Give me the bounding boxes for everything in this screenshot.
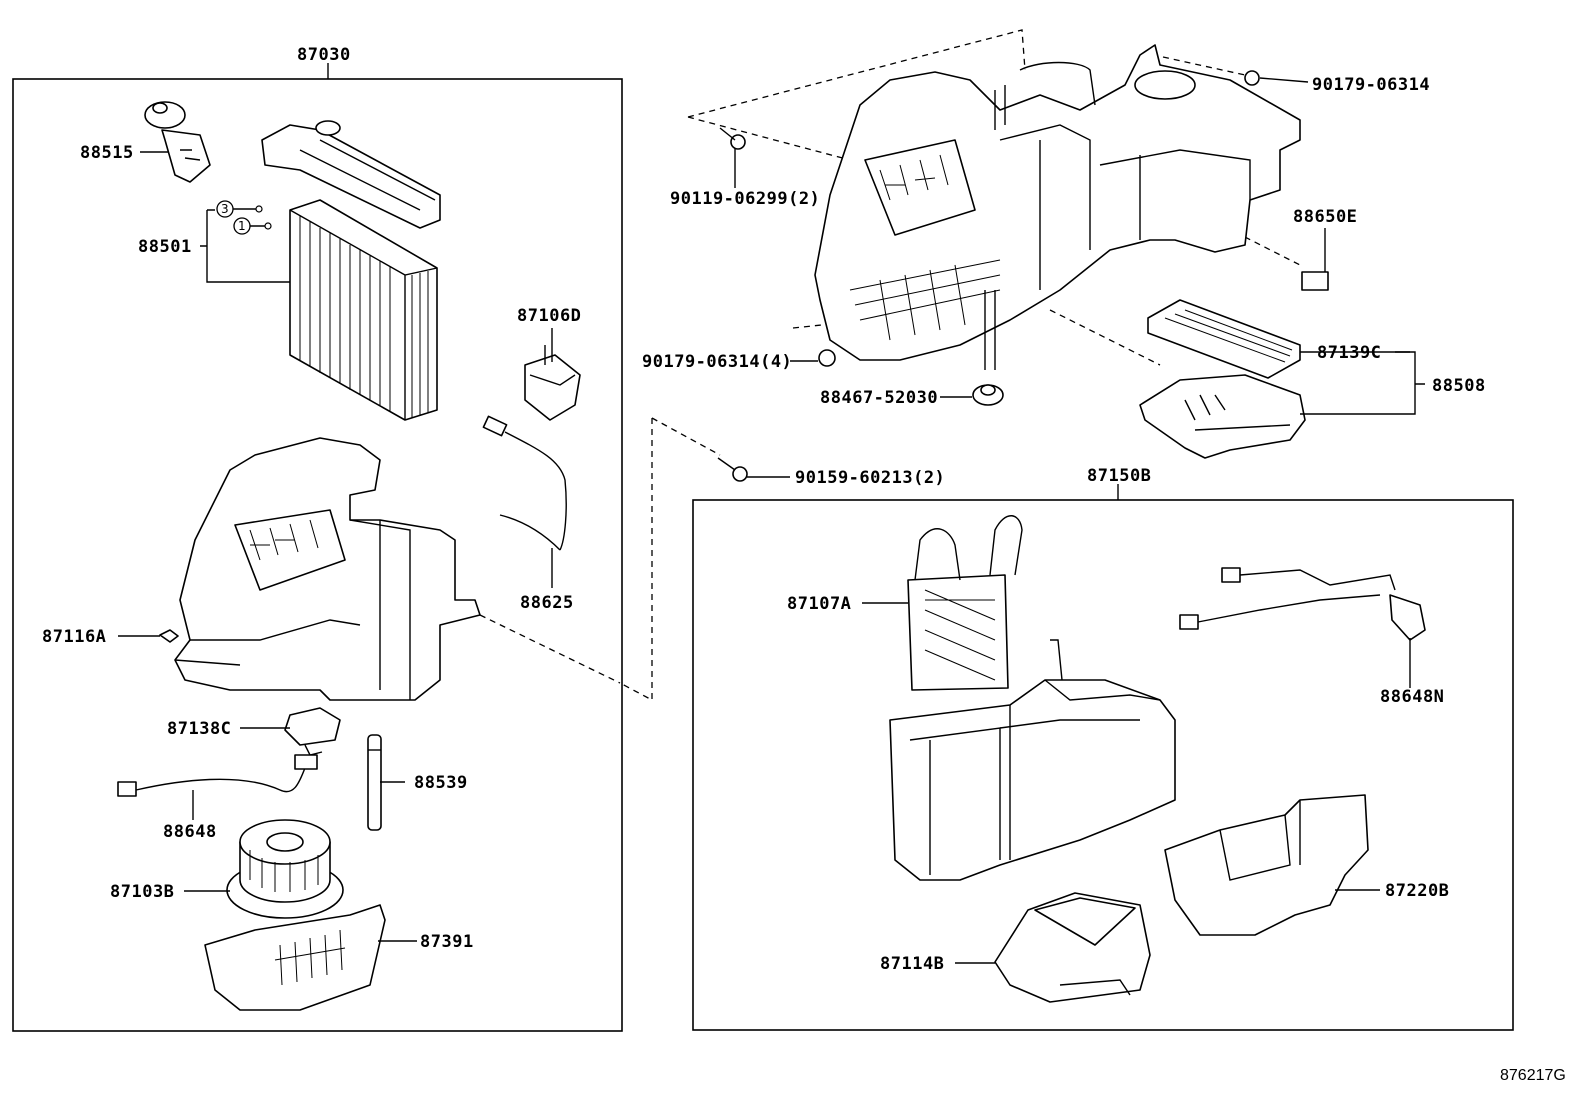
callout-circle-3	[216, 200, 234, 218]
part-87139C-filter	[1147, 299, 1301, 379]
label-88625: 88625	[520, 593, 574, 613]
label-88650E: 88650E	[1293, 207, 1357, 227]
part-87391-cover	[204, 904, 386, 1011]
drawing-id: 876217G	[1500, 1067, 1566, 1084]
callout-circle-1	[233, 217, 251, 235]
label-88539: 88539	[414, 773, 468, 793]
part-88515-sensor	[144, 101, 211, 183]
o-ring-2	[264, 222, 272, 230]
label-88467-52030: 88467-52030	[820, 388, 938, 408]
label-87391: 87391	[420, 932, 474, 952]
part-nut-90179-4	[818, 349, 836, 367]
part-87103B-blower	[226, 819, 344, 919]
part-heater-case	[174, 437, 481, 701]
label-87116A: 87116A	[42, 627, 106, 647]
part-center-case	[889, 639, 1176, 881]
part-88508-housing	[1139, 374, 1306, 459]
guide-dashed-2	[687, 116, 851, 161]
assembly-87150B-frame	[692, 499, 1514, 1031]
label-87150B: 87150B	[1087, 466, 1151, 486]
label-88648N: 88648N	[1380, 687, 1444, 707]
part-expansion-valve	[261, 120, 441, 229]
part-88648-wire	[117, 754, 318, 797]
label-90179-06314-4: 90179-06314(4)	[642, 352, 792, 372]
label-87103B: 87103B	[110, 882, 174, 902]
guide-dashed-9	[479, 614, 621, 684]
label-87220B: 87220B	[1385, 881, 1449, 901]
part-87114B-duct	[994, 892, 1151, 1003]
label-87139C: 87139C	[1317, 343, 1381, 363]
part-87116A-clip	[159, 629, 179, 643]
label-90159-60213: 90159-60213(2)	[795, 468, 945, 488]
part-88650E-relay	[1301, 271, 1329, 291]
label-88508: 88508	[1432, 376, 1486, 396]
guide-dashed-8	[651, 417, 721, 456]
label-circle-1: 1	[238, 219, 246, 233]
label-87114B: 87114B	[880, 954, 944, 974]
part-87107A-heater-core	[907, 515, 1023, 691]
label-87138C: 87138C	[167, 719, 231, 739]
part-88648N-harness	[1179, 567, 1426, 641]
label-88515: 88515	[80, 143, 134, 163]
part-88539-tube	[367, 734, 382, 831]
guide-dashed-6	[1049, 309, 1161, 366]
label-88501: 88501	[138, 237, 192, 257]
label-90119-06299: 90119-06299(2)	[670, 189, 820, 209]
leader-lines	[118, 77, 1425, 964]
label-88648: 88648	[163, 822, 217, 842]
part-nut-90179-top	[1244, 70, 1260, 86]
part-87138C-resistor	[284, 707, 341, 756]
label-90179-06314: 90179-06314	[1312, 75, 1430, 95]
part-screw-90159	[717, 457, 748, 482]
label-87106D: 87106D	[517, 306, 581, 326]
guide-dashed-3	[1162, 56, 1246, 76]
part-88467-grommet	[972, 384, 1004, 406]
part-87106D-servo	[524, 345, 581, 421]
assembly-87030-frame	[12, 78, 623, 1032]
label-87107A: 87107A	[787, 594, 851, 614]
label-circle-3: 3	[221, 202, 229, 216]
guide-dashed-7	[619, 418, 653, 702]
part-88625-wire	[482, 415, 567, 551]
o-ring-1	[255, 205, 263, 213]
part-screw-90119	[719, 127, 746, 150]
label-87030: 87030	[297, 45, 351, 65]
part-88501-evaporator	[289, 199, 438, 421]
part-hvac-assembly	[814, 44, 1301, 370]
part-87220B-housing	[1164, 794, 1369, 936]
guide-dashed-1	[687, 29, 1026, 118]
